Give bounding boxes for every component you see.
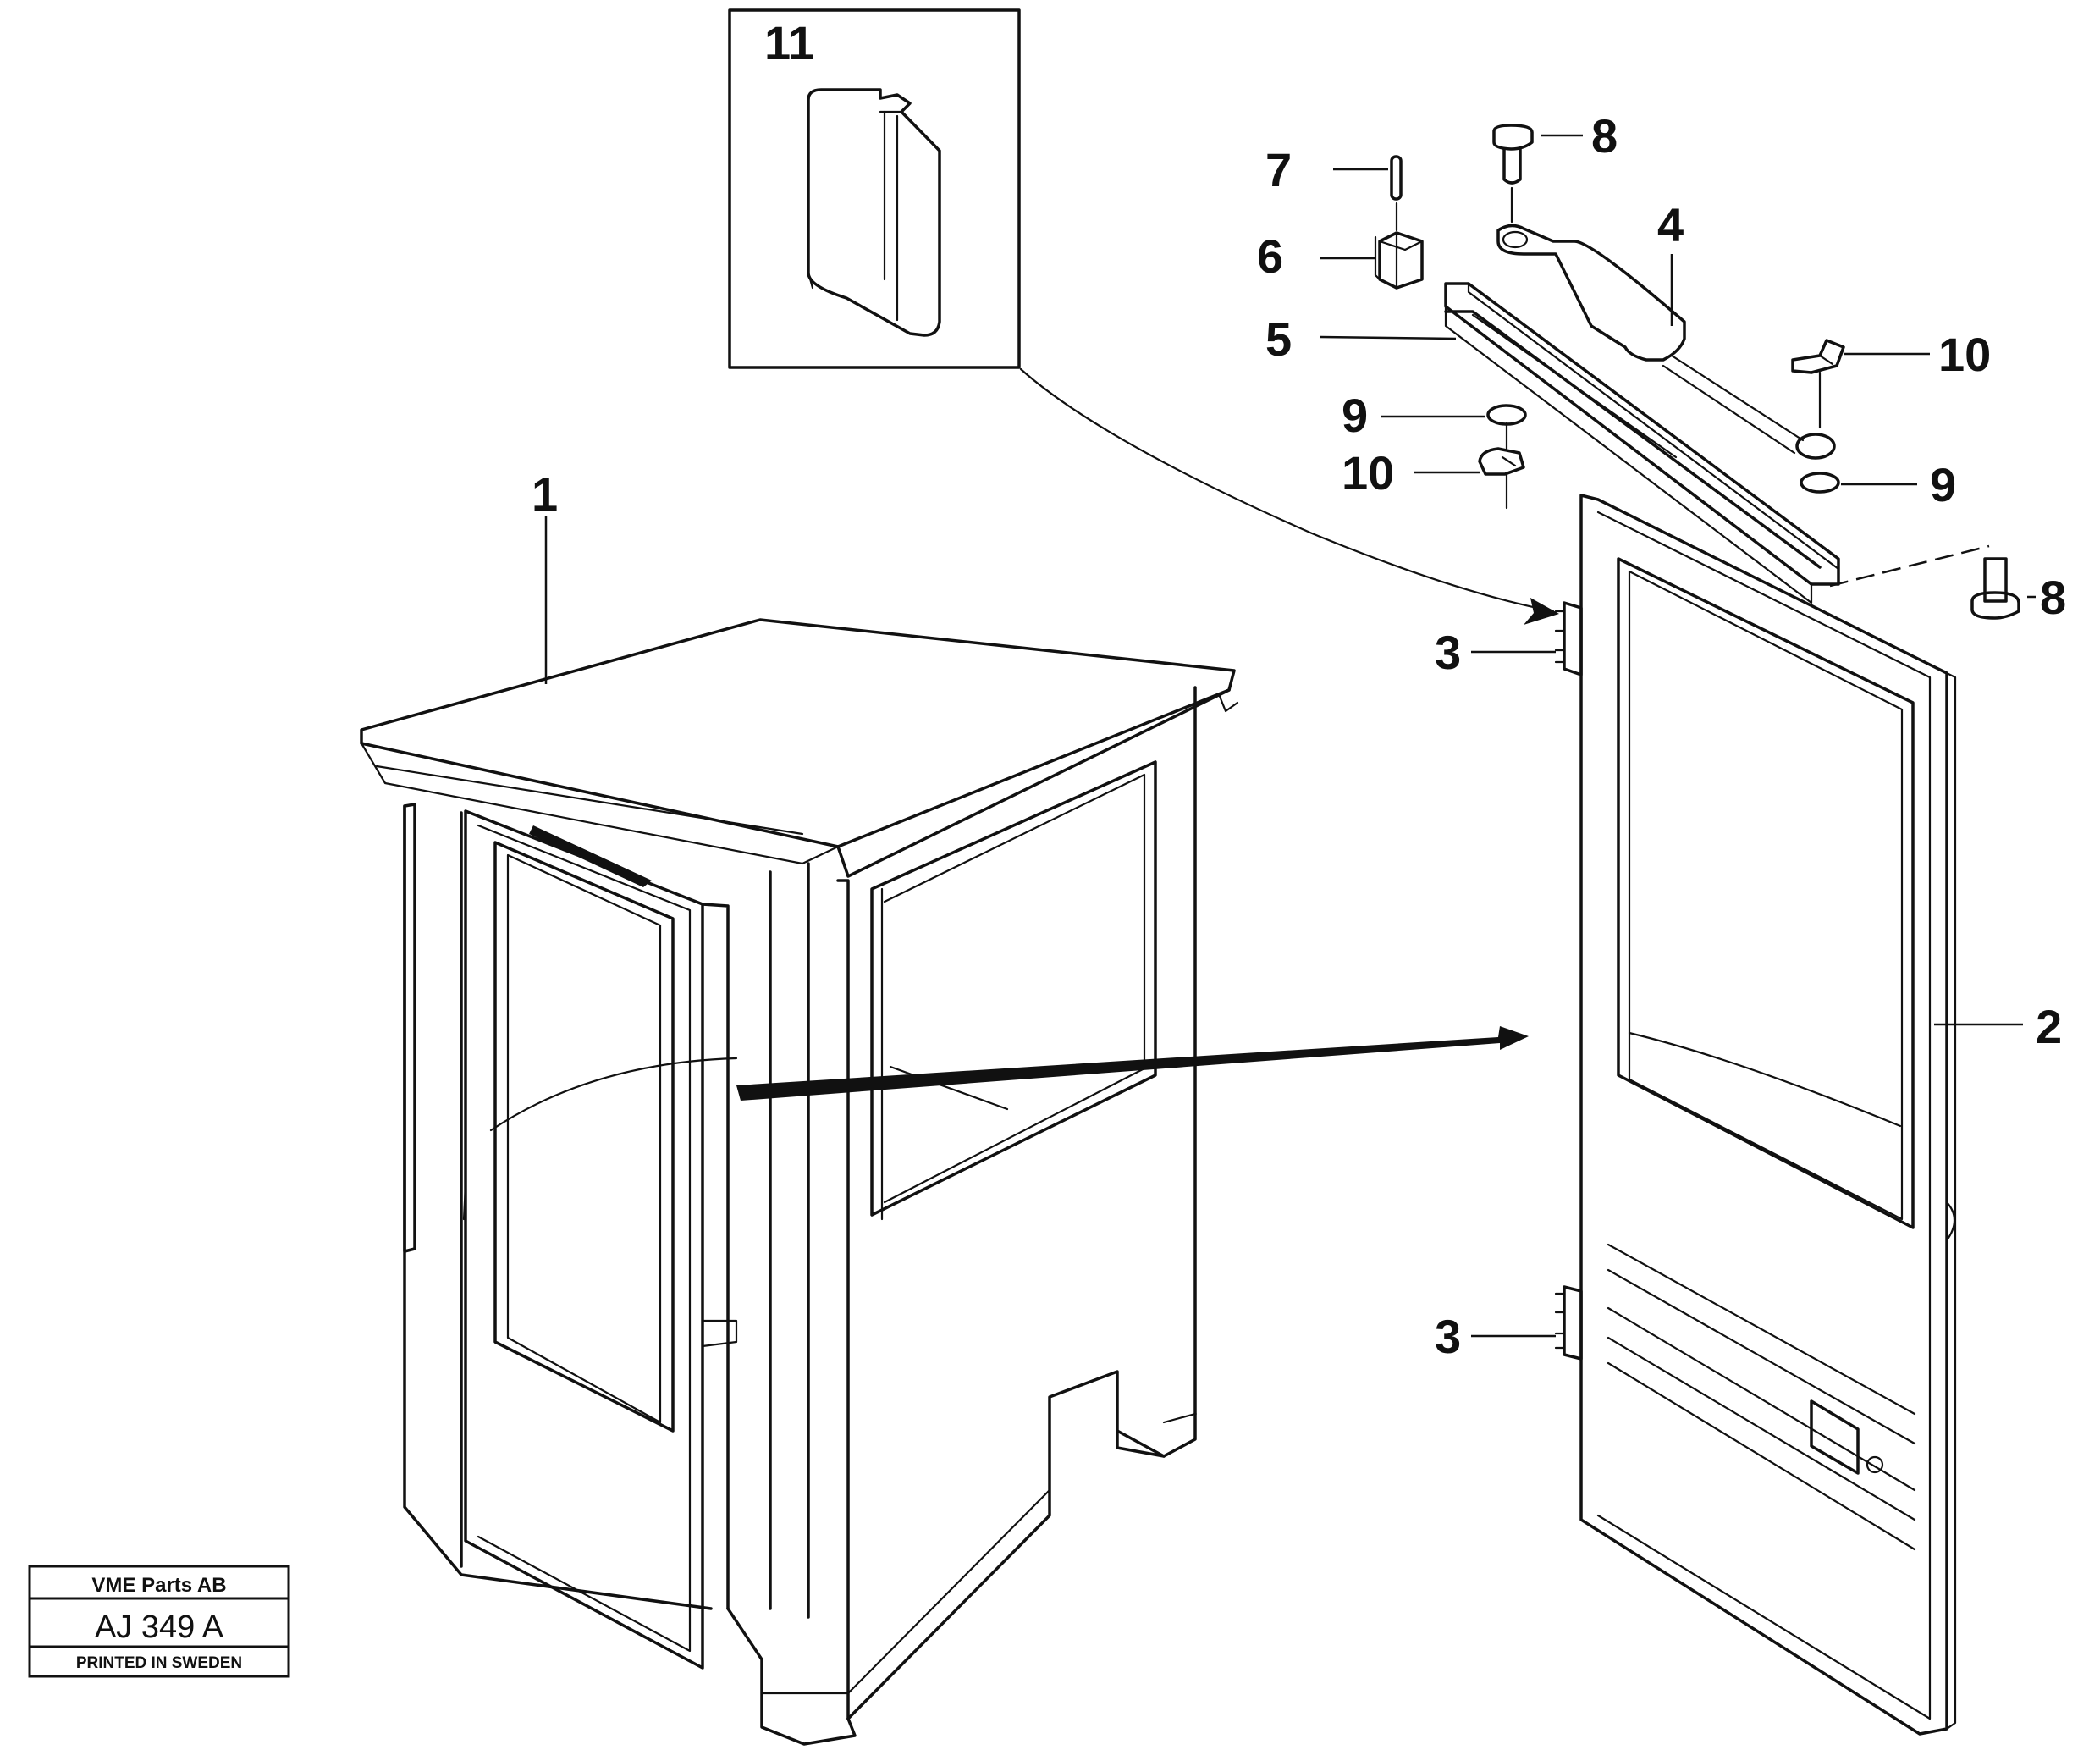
callout-1: 1 (532, 467, 558, 521)
bolt-top-part-8 (1492, 124, 1534, 224)
callout-2: 2 (2036, 1000, 2062, 1053)
callout-3-bottom: 3 (1435, 1310, 1461, 1363)
title-stamp: VME Parts AB AJ 349 A PRINTED IN SWEDEN (28, 1565, 290, 1678)
callout-4: 4 (1657, 198, 1684, 251)
callout-8-right: 8 (2040, 571, 2066, 624)
callout-10-left: 10 (1342, 446, 1394, 500)
hinge-top (1554, 601, 1583, 676)
clip-left-part-10 (1478, 422, 1525, 510)
callout-6: 6 (1257, 229, 1283, 283)
bolt-right-part-8 (1829, 544, 2020, 620)
stamp-printed: PRINTED IN SWEDEN (76, 1654, 242, 1672)
clip-part-6 (1374, 231, 1424, 290)
hinge-bottom (1554, 1285, 1583, 1361)
clip-right-part-10 (1791, 339, 1845, 429)
callout-3-top: 3 (1435, 626, 1461, 679)
inset-arrowhead (1524, 598, 1559, 625)
callout-7: 7 (1265, 143, 1292, 196)
detail-inset-box (728, 8, 1021, 369)
callout-5: 5 (1265, 312, 1292, 366)
callout-9-left: 9 (1342, 389, 1368, 442)
callout-11: 11 (764, 16, 814, 69)
callout-9-right: 9 (1930, 458, 1956, 511)
stamp-code: AJ 349 A (95, 1609, 224, 1645)
cab-assembly (360, 618, 1239, 1746)
washer-right-part-9 (1800, 472, 1840, 494)
pin-part-7 (1390, 155, 1403, 232)
gas-spring (1496, 224, 1836, 460)
cab-to-door-arrow (736, 1026, 1529, 1101)
callout-10-right: 10 (1938, 328, 1991, 381)
leader-lines (544, 134, 2036, 1338)
callout-8-top: 8 (1591, 109, 1618, 163)
door-panel (1579, 494, 1957, 1736)
washer-left-part-9 (1486, 404, 1527, 426)
stamp-company: VME Parts AB (91, 1574, 226, 1597)
inset-leader-arrow (1019, 367, 1555, 613)
